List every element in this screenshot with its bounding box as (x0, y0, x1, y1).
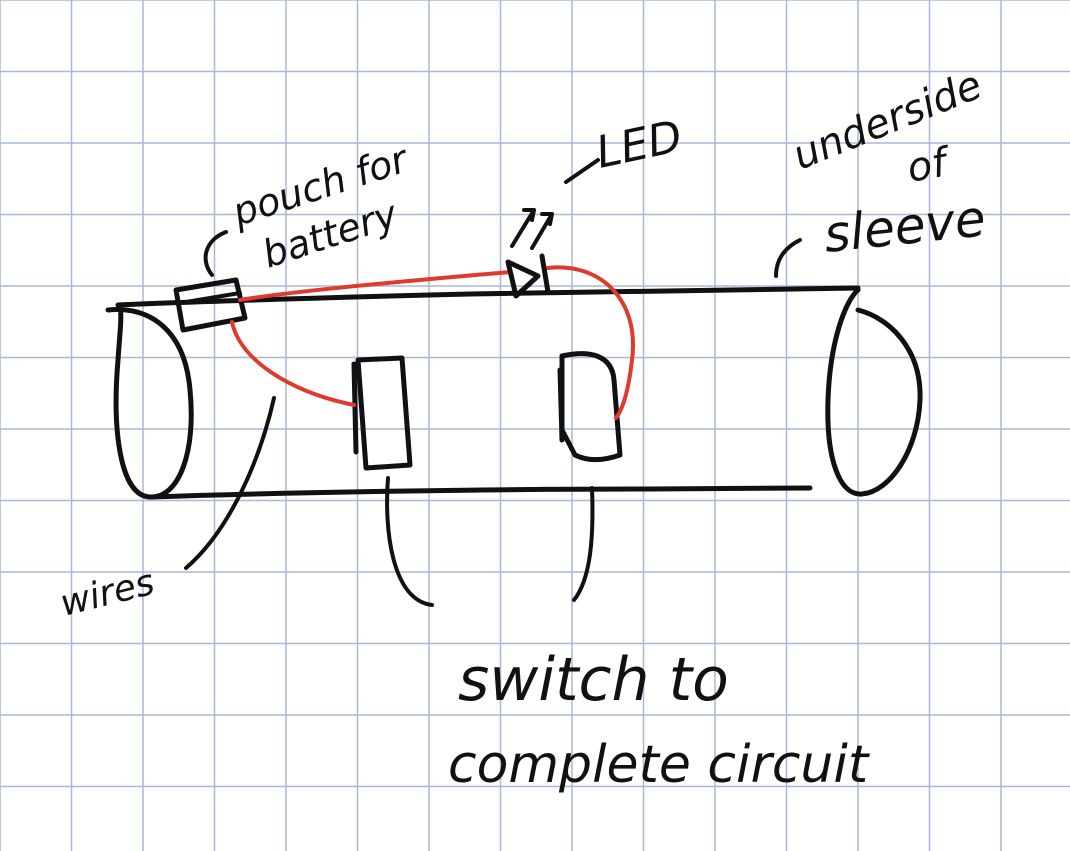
label-led: LED (592, 111, 687, 179)
battery-pouch-flap (184, 291, 242, 304)
label-underside-line1: underside (787, 62, 989, 179)
label-underside-line2: of (904, 139, 956, 192)
pointer-left-switch (385, 476, 434, 607)
label-switch-line2: complete circuit (448, 735, 870, 795)
wire-battery-to-left-switch (230, 320, 356, 407)
wire-battery-to-led (238, 270, 512, 302)
sleeve-bottom-edge (147, 485, 813, 500)
pointer-wires (184, 396, 276, 570)
led-triangle (505, 259, 541, 299)
battery-pouch-box (173, 277, 248, 333)
battery-pouch (173, 277, 248, 333)
led-symbol-icon (505, 208, 554, 299)
label-underside-line3: sleeve (821, 189, 988, 264)
wire-led-to-right-switch (546, 265, 636, 420)
led-bar (539, 253, 551, 295)
switch-pad-left (351, 355, 413, 471)
pointer-underside (774, 238, 802, 278)
sleeve-right-opening (825, 287, 923, 497)
red-wires (230, 265, 636, 420)
sleeve-left-opening (105, 302, 194, 500)
pointer-right-switch (572, 486, 595, 602)
switch-pad-right (557, 351, 623, 462)
pointer-pouch (203, 230, 228, 277)
label-switch-line1: switch to (458, 645, 729, 715)
pointer-lines (184, 158, 802, 607)
switch-pads (351, 351, 623, 471)
pointer-led (564, 158, 600, 184)
led-light-arrows (510, 208, 554, 250)
